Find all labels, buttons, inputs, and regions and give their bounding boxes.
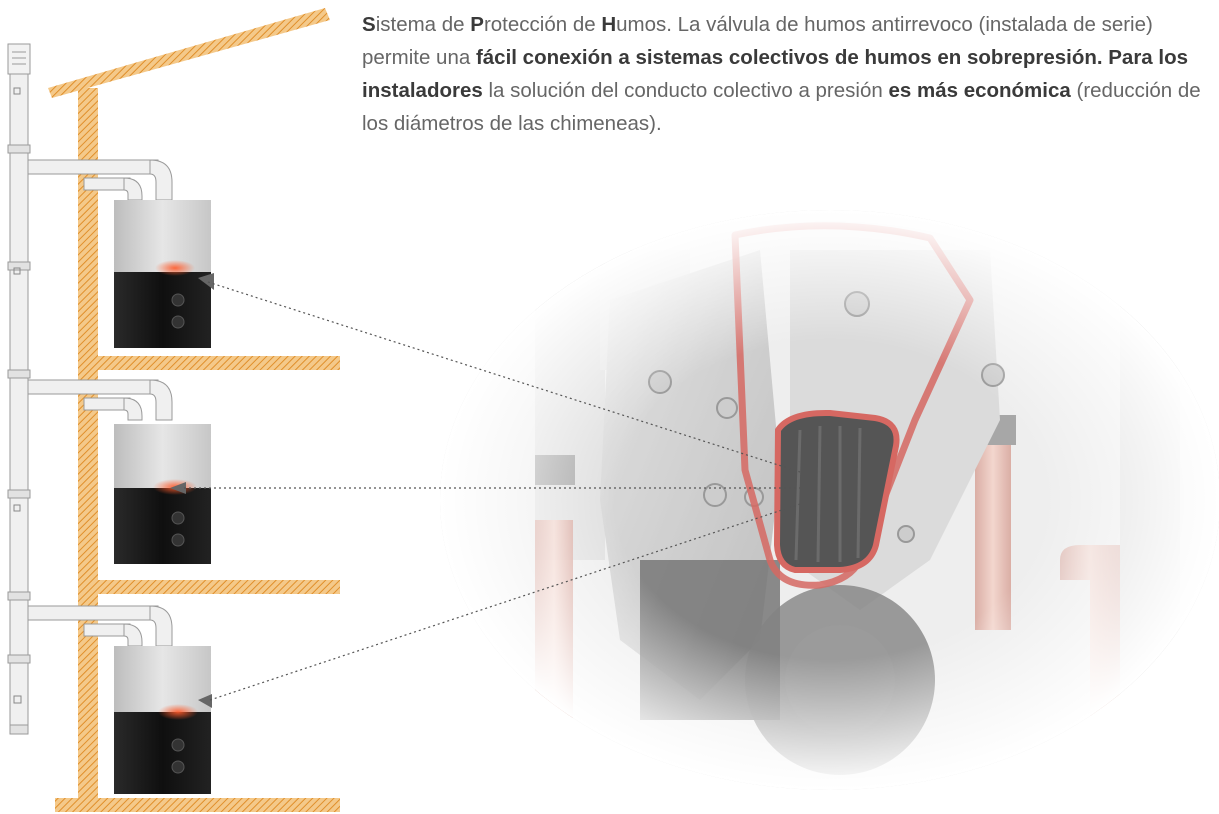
description-paragraph: Sistema de Protección de Humos. La válvu… bbox=[362, 8, 1202, 140]
bold-highlight-1: fácil conexión a sistemas colectivos de … bbox=[362, 46, 1189, 102]
text-run: umos. La válvula de humos antirrevoco (i… bbox=[362, 13, 1153, 69]
bold-h: H bbox=[601, 13, 617, 36]
boiler-unit-1 bbox=[27, 159, 214, 348]
bold-highlight-2: es más económica bbox=[888, 79, 1071, 102]
text-run: rotección de bbox=[483, 13, 602, 36]
bold-s: S bbox=[362, 13, 376, 36]
boiler-unit-3 bbox=[27, 605, 212, 794]
text-run: istema de bbox=[375, 13, 471, 36]
boiler-unit-2 bbox=[27, 379, 211, 564]
callout-lines bbox=[184, 281, 801, 701]
flue-pipe bbox=[7, 43, 31, 735]
text-run: (reducción de los diámetros de las chime… bbox=[362, 79, 1201, 135]
bold-p: P bbox=[470, 13, 484, 36]
text-run: la solución del conducto colectivo a pre… bbox=[482, 79, 889, 102]
building-section bbox=[48, 8, 340, 812]
smoke-valve-closeup bbox=[440, 210, 1219, 790]
